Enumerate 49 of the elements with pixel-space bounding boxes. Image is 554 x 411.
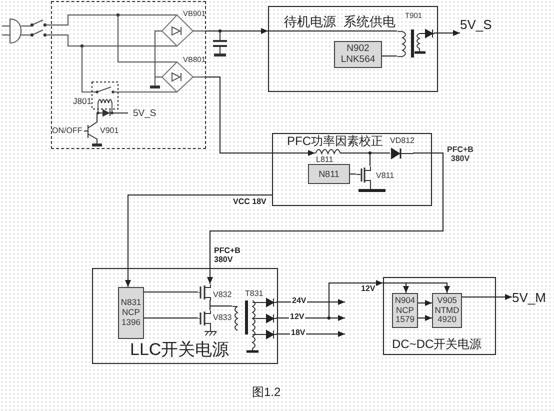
signal-label: 5V_S bbox=[133, 109, 156, 118]
edge-label: PFC+B 380V bbox=[213, 247, 242, 265]
arrow bbox=[382, 282, 450, 294]
connector-line bbox=[268, 30, 398, 32]
block-title: PFC功率因素校正 bbox=[287, 135, 383, 147]
part-label: V901 bbox=[100, 127, 119, 135]
pfc-block bbox=[272, 133, 432, 206]
dcdc-block bbox=[383, 277, 496, 355]
block-title: 待机电源 系统供电 bbox=[284, 15, 396, 28]
part-label: VD812 bbox=[390, 137, 414, 145]
edge-label: VCC 18V bbox=[232, 198, 268, 207]
llc-block bbox=[92, 268, 278, 364]
block-title: LLC开关电源 bbox=[130, 341, 230, 358]
chip-label: V905 NTMD 4920 bbox=[434, 296, 460, 326]
arrow bbox=[207, 152, 444, 284]
arrow bbox=[418, 300, 432, 306]
signal-label: ON/OFF bbox=[52, 127, 82, 135]
output-voltage-label: 5V_S bbox=[460, 14, 498, 34]
chip-label: N831 NCP 1396 bbox=[120, 298, 142, 328]
ic-chip bbox=[118, 287, 144, 339]
arrow bbox=[328, 315, 346, 321]
connector-line bbox=[210, 306, 232, 310]
part-label: V811 bbox=[376, 172, 394, 180]
chip-label: N904 NCP 1579 bbox=[394, 296, 416, 326]
dashed-frame bbox=[51, 1, 206, 149]
output-voltage-label: 5V_M bbox=[512, 288, 552, 306]
ic-chip bbox=[334, 41, 382, 68]
standby-power-block bbox=[268, 6, 438, 92]
chip-label: N811 bbox=[318, 168, 340, 180]
arrow bbox=[418, 315, 432, 321]
edge-label: 24V bbox=[291, 297, 308, 306]
figure-caption: 图1.2 bbox=[252, 386, 281, 398]
part-label: V833 bbox=[213, 314, 232, 322]
connector-line bbox=[340, 151, 372, 166]
arrow bbox=[125, 194, 272, 288]
arrow bbox=[434, 30, 460, 36]
chip-label: N902 LNK564 bbox=[340, 44, 376, 66]
arrow bbox=[206, 76, 316, 156]
edge-label: 12V bbox=[289, 313, 306, 322]
part-label: V832 bbox=[213, 291, 232, 299]
part-label: J801 bbox=[73, 97, 92, 106]
part-label: L811 bbox=[316, 156, 334, 164]
ic-chip bbox=[308, 164, 350, 184]
block-title: DC~DC开关电源 bbox=[392, 338, 482, 350]
voltage-label: PFC+B 380V bbox=[447, 146, 474, 164]
part-label: T831 bbox=[245, 290, 264, 298]
arrow bbox=[206, 28, 268, 34]
arrow bbox=[462, 294, 512, 300]
edge-label: 18V bbox=[290, 329, 306, 338]
